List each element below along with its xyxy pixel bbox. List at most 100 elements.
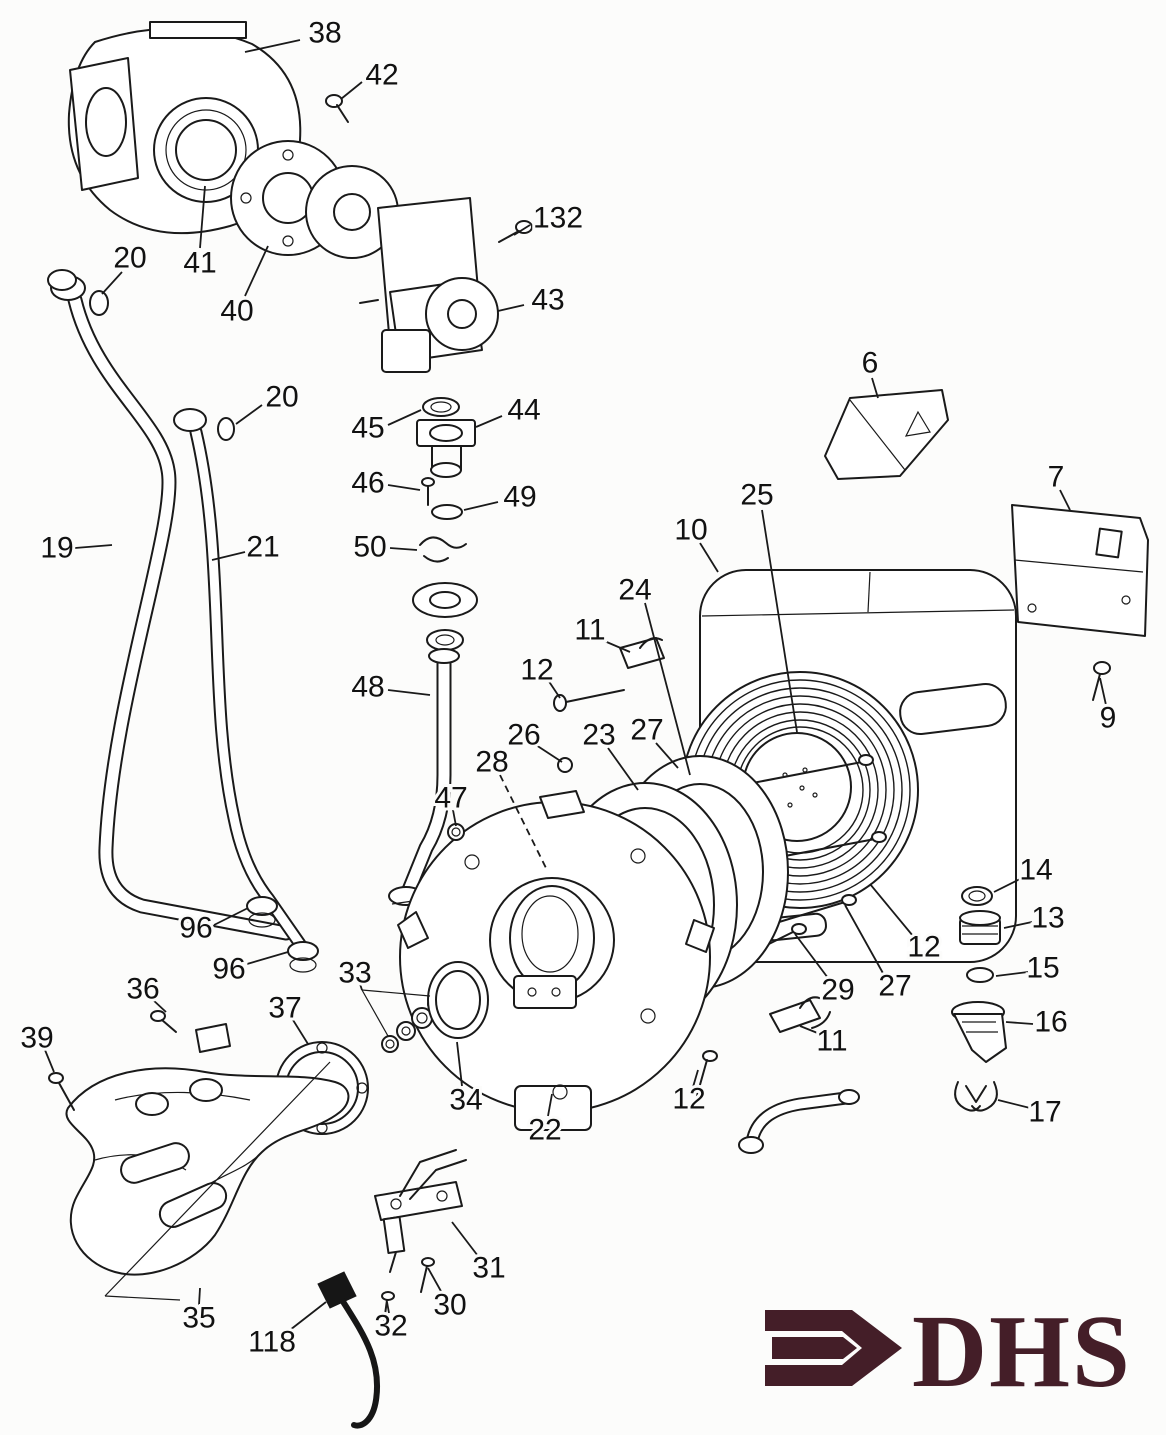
svg-text:10: 10 [674, 514, 707, 547]
callout-38: 38 [244, 14, 345, 53]
blower-housing-part [67, 21, 302, 235]
callout-45: 45 [348, 409, 422, 448]
callout-20-b: 20 [235, 378, 302, 425]
svg-text:46: 46 [351, 467, 384, 500]
callout-12-a: 12 [517, 651, 561, 699]
svg-text:36: 36 [126, 973, 159, 1006]
callout-27-b: 27 [844, 904, 915, 1006]
svg-text:38: 38 [308, 17, 341, 50]
svg-text:118: 118 [248, 1326, 296, 1359]
callout-11-a: 11 [571, 611, 631, 653]
callout-7: 7 [1045, 458, 1071, 511]
manifold-assembly-part [48, 1010, 369, 1301]
callout-39: 39 [17, 1019, 57, 1073]
svg-text:12: 12 [520, 654, 553, 687]
svg-text:40: 40 [220, 295, 253, 328]
svg-text:11: 11 [816, 1025, 847, 1058]
svg-text:9: 9 [1100, 702, 1117, 735]
svg-text:26: 26 [507, 719, 540, 752]
svg-text:15: 15 [1026, 952, 1059, 985]
screw-12-upper-part [553, 689, 625, 712]
svg-text:39: 39 [20, 1022, 53, 1055]
dhs-logo-text: DHS [912, 1294, 1132, 1409]
svg-text:20: 20 [265, 381, 298, 414]
svg-text:24: 24 [618, 574, 651, 607]
callout-118: 118 [245, 1301, 327, 1362]
svg-text:29: 29 [821, 974, 854, 1007]
callout-12-c: 12 [669, 1069, 709, 1119]
svg-text:19: 19 [40, 532, 73, 565]
callout-36: 36 [123, 970, 167, 1013]
svg-text:43: 43 [531, 284, 564, 317]
callout-30: 30 [427, 1267, 470, 1325]
callout-49: 49 [463, 478, 540, 517]
callout-11-b: 11 [799, 1022, 851, 1061]
svg-text:48: 48 [351, 671, 384, 704]
callout-28: 28 [472, 743, 547, 869]
svg-text:47: 47 [434, 782, 467, 815]
svg-text:12: 12 [672, 1083, 705, 1116]
svg-text:41: 41 [183, 247, 216, 280]
svg-text:27: 27 [630, 714, 663, 747]
hose-assembly-part [693, 996, 860, 1154]
svg-text:27: 27 [878, 970, 911, 1003]
callout-12-b: 12 [869, 883, 944, 967]
svg-text:96: 96 [179, 912, 212, 945]
svg-text:31: 31 [472, 1252, 505, 1285]
svg-text:7: 7 [1048, 461, 1065, 494]
svg-text:17: 17 [1028, 1096, 1061, 1129]
callout-47: 47 [431, 779, 471, 827]
callout-22: 22 [525, 1093, 565, 1150]
callout-17: 17 [997, 1093, 1065, 1132]
left-pipes-part [47, 269, 319, 973]
dhs-logo-mark-inner [772, 1337, 857, 1359]
mounting-bracket-7-part [1011, 504, 1149, 637]
svg-text:22: 22 [528, 1114, 561, 1147]
callout-26: 26 [504, 716, 563, 763]
callout-33: 33 [335, 954, 374, 993]
callout-14: 14 [993, 851, 1056, 893]
svg-text:132: 132 [533, 202, 583, 235]
gas-valve-part [359, 197, 533, 373]
svg-text:35: 35 [182, 1302, 215, 1335]
callout-25: 25 [737, 476, 798, 733]
svg-text:6: 6 [862, 347, 879, 380]
callout-29: 29 [794, 933, 858, 1010]
dhs-logo: DHS [765, 1294, 1132, 1409]
callout-13: 13 [1003, 899, 1068, 938]
callout-19: 19 [37, 529, 113, 568]
callout-24: 24 [615, 571, 691, 776]
callout-34: 34 [446, 1041, 486, 1120]
svg-text:20: 20 [113, 242, 146, 275]
svg-text:49: 49 [503, 481, 536, 514]
screw-9-part [1092, 661, 1111, 701]
svg-text:50: 50 [353, 531, 386, 564]
svg-text:16: 16 [1034, 1006, 1067, 1039]
svg-text:37: 37 [268, 992, 301, 1025]
dhs-logo-mark-outer [765, 1310, 902, 1386]
front-plate-part [397, 757, 715, 1131]
callout-21: 21 [211, 528, 283, 567]
svg-text:21: 21 [246, 531, 279, 564]
callout-6: 6 [859, 344, 881, 399]
svg-text:33: 33 [338, 957, 371, 990]
svg-text:12: 12 [907, 931, 940, 964]
mounting-bracket-6-part [824, 389, 949, 480]
svg-text:14: 14 [1019, 854, 1052, 887]
callout-43: 43 [497, 281, 568, 320]
svg-text:96: 96 [212, 953, 245, 986]
callout-41: 41 [180, 185, 220, 283]
callout-37: 37 [265, 989, 309, 1045]
callout-42: 42 [340, 56, 402, 100]
svg-text:25: 25 [740, 479, 773, 512]
callout-44: 44 [475, 391, 544, 430]
drain-fittings-part [951, 886, 1007, 1112]
svg-text:13: 13 [1031, 902, 1064, 935]
callout-10: 10 [671, 511, 719, 573]
svg-text:44: 44 [507, 394, 540, 427]
callout-15: 15 [995, 949, 1063, 988]
callout-32: 32 [371, 1301, 411, 1346]
callout-50: 50 [350, 528, 418, 567]
svg-text:32: 32 [374, 1310, 407, 1343]
